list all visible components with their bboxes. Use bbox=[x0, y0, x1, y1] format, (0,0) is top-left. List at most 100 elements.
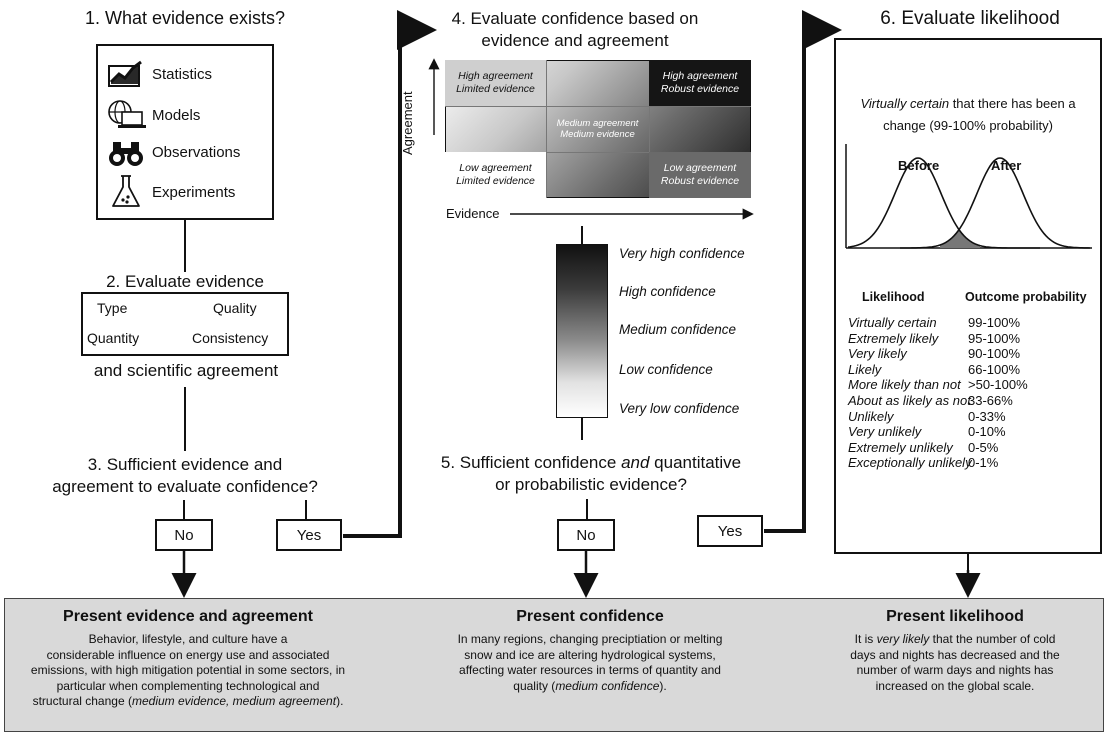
outcome-column-header: Outcome probability bbox=[965, 290, 1087, 304]
confidence-low: Low confidence bbox=[619, 362, 713, 377]
scientific-agreement-label: and scientific agreement bbox=[93, 361, 279, 380]
step1-title: 1. What evidence exists? bbox=[84, 8, 286, 28]
present-panel bbox=[4, 598, 1104, 732]
statement-line2: change (99-100% probability) bbox=[883, 118, 1053, 133]
likelihood-term: Unlikely bbox=[848, 408, 894, 424]
criterion-quantity: Quantity bbox=[87, 330, 140, 346]
flask-icon bbox=[112, 175, 140, 207]
cell-low-agreement-limited-evidence: Low agreement Limited evidence bbox=[445, 152, 546, 198]
likelihood-probability: 33-66% bbox=[968, 393, 1013, 408]
step3-no-button[interactable]: No bbox=[155, 519, 213, 551]
present-confidence-section: Present confidence In many regions, chan… bbox=[420, 608, 760, 694]
likelihood-probability: 0-10% bbox=[968, 424, 1006, 440]
cell-high-agreement-robust-evidence: High agreement Robust evidence bbox=[649, 60, 751, 106]
cell-tr-line1: High agreement bbox=[662, 70, 738, 83]
likelihood-term: Extremely unlikely bbox=[848, 439, 953, 455]
connector-3-yes-stem bbox=[305, 500, 307, 520]
step5-line1: 5. Sufficient confidence and quantitativ… bbox=[440, 453, 742, 472]
likelihood-term: More likely than not bbox=[848, 377, 961, 393]
likelihood-term: Very unlikely bbox=[848, 424, 922, 440]
cell-br-line1: Low agreement bbox=[663, 162, 737, 175]
evidence-item-observations: Observations bbox=[152, 144, 241, 161]
step5-yes-button[interactable]: Yes bbox=[697, 515, 763, 547]
present-evidence-section: Present evidence and agreement Behavior,… bbox=[8, 608, 368, 710]
present-confidence-text: In many regions, changing preciptiation … bbox=[457, 632, 723, 693]
cell-br-line2: Robust evidence bbox=[660, 175, 740, 187]
criterion-type: Type bbox=[97, 300, 128, 316]
after-curve bbox=[900, 157, 1091, 249]
likelihood-term: Extremely likely bbox=[848, 330, 939, 346]
cell-bl-line2: Limited evidence bbox=[456, 175, 535, 187]
step3-yes-button[interactable]: Yes bbox=[276, 519, 342, 551]
step4-line2: evidence and agreement bbox=[481, 31, 669, 50]
likelihood-probability: 90-100% bbox=[968, 346, 1021, 362]
step5-yes-label: Yes bbox=[717, 522, 743, 540]
present-likelihood-title: Present likelihood bbox=[886, 608, 1024, 625]
evidence-axis-label: Evidence bbox=[446, 206, 500, 221]
connector-6-present bbox=[967, 554, 969, 584]
step3-line2: agreement to evaluate confidence? bbox=[52, 477, 318, 496]
before-label: Before bbox=[898, 158, 940, 173]
cell-tl-line2: Limited evidence bbox=[456, 83, 535, 95]
models-icon bbox=[108, 100, 146, 128]
cell-medium-agreement-medium-evidence: Medium agreement Medium evidence bbox=[546, 106, 649, 152]
likelihood-statement: Virtually certain that there has been a … bbox=[840, 93, 1096, 137]
likelihood-probability: 95-100% bbox=[968, 330, 1021, 346]
cell-tr-line2: Robust evidence bbox=[660, 83, 740, 95]
connector-scale-top bbox=[581, 226, 583, 244]
distribution-curves bbox=[845, 144, 1092, 249]
step2-title: 2. Evaluate evidence bbox=[106, 272, 264, 291]
agreement-axis-label: Agreement bbox=[400, 91, 415, 155]
cell-mm-line1: Medium agreement bbox=[556, 117, 639, 129]
confidence-high: High confidence bbox=[619, 284, 716, 299]
statistics-icon bbox=[108, 60, 142, 87]
connector-2-3 bbox=[184, 387, 186, 451]
connector-1-2 bbox=[184, 220, 186, 272]
step3-line1: 3. Sufficient evidence and bbox=[87, 455, 283, 474]
after-label: After bbox=[991, 158, 1022, 173]
step3-yes-label: Yes bbox=[296, 526, 322, 544]
likelihood-term: Virtually certain bbox=[848, 315, 937, 330]
evidence-item-models: Models bbox=[152, 107, 201, 124]
present-confidence-title: Present confidence bbox=[516, 608, 664, 625]
step4-title: 4. Evaluate confidence based on evidence… bbox=[430, 8, 720, 52]
likelihood-probability: 0-33% bbox=[968, 408, 1006, 424]
step5-no-button[interactable]: No bbox=[557, 519, 615, 551]
cell-high-agreement-limited-evidence: High agreement Limited evidence bbox=[445, 60, 546, 106]
evidence-item-experiments: Experiments bbox=[152, 184, 236, 201]
confidence-scale-bar bbox=[556, 244, 608, 418]
confidence-very-low: Very low confidence bbox=[619, 401, 740, 416]
step5-question: 5. Sufficient confidence and quantitativ… bbox=[406, 452, 776, 496]
likelihood-probability: 0-5% bbox=[968, 439, 999, 455]
connector-3-no bbox=[183, 500, 185, 520]
present-likelihood-text: It is very likely that the number of col… bbox=[850, 632, 1060, 693]
likelihood-box bbox=[834, 38, 1102, 554]
present-likelihood-section: Present likelihood It is very likely tha… bbox=[810, 608, 1100, 694]
criterion-quality: Quality bbox=[213, 300, 257, 316]
likelihood-probability: 66-100% bbox=[968, 361, 1021, 377]
criterion-consistency: Consistency bbox=[192, 330, 269, 346]
likelihood-term: About as likely as not bbox=[848, 393, 971, 408]
overlap-area bbox=[940, 229, 980, 248]
likelihood-term: Likely bbox=[848, 361, 882, 377]
present-evidence-title: Present evidence and agreement bbox=[63, 608, 313, 625]
likelihood-term: Exceptionally unlikely bbox=[848, 455, 972, 471]
step6-title: 6. Evaluate likelihood bbox=[880, 8, 1060, 29]
confidence-medium: Medium confidence bbox=[619, 322, 737, 337]
step5-line2: or probabilistic evidence? bbox=[495, 475, 687, 494]
step3-question: 3. Sufficient evidence and agreement to … bbox=[30, 454, 340, 498]
likelihood-probability: 0-1% bbox=[968, 455, 999, 471]
likelihood-term: Very likely bbox=[848, 346, 907, 362]
cell-tl-line1: High agreement bbox=[458, 70, 533, 83]
step4-line1: 4. Evaluate confidence based on bbox=[451, 9, 699, 28]
confidence-very-high: Very high confidence bbox=[619, 246, 745, 261]
cell-mm-line2: Medium evidence bbox=[560, 129, 635, 140]
statement-line1: Virtually certain that there has been a bbox=[860, 96, 1076, 111]
likelihood-probability: 99-100% bbox=[968, 315, 1021, 330]
evidence-item-statistics: Statistics bbox=[152, 66, 213, 83]
connector-5-no bbox=[586, 499, 588, 520]
matrix-axes bbox=[428, 58, 754, 220]
likelihood-probability: >50-100% bbox=[968, 377, 1028, 393]
cell-bl-line1: Low agreement bbox=[459, 162, 532, 175]
step5-no-label: No bbox=[576, 526, 596, 544]
